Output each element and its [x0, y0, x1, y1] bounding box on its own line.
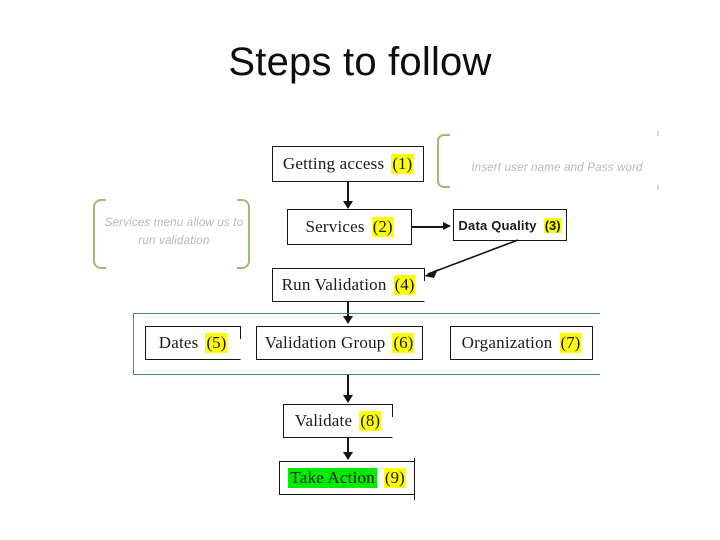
flow-box-data-quality-number: (3): [543, 217, 562, 233]
flow-box-dates[interactable]: Dates (5): [145, 325, 242, 360]
flow-box-organization-number: (7): [559, 333, 582, 353]
brace-icon-services-left: [93, 199, 106, 269]
flow-box-validate-label: Validate: [294, 411, 353, 430]
flow-box-services-label: Services: [305, 217, 365, 236]
flow-box-run-validation-label: Run Validation: [281, 275, 387, 294]
flow-box-services-number: (2): [371, 217, 394, 237]
flow-box-data-quality-label: Data Quality: [458, 217, 537, 233]
flow-box-data-quality[interactable]: Data Quality (3): [453, 209, 567, 241]
flow-box-take-action-number: (9): [383, 468, 406, 488]
flow-box-validate-number: (8): [359, 411, 382, 431]
scan-mark: [657, 131, 659, 136]
flow-box-validation-group-number: (6): [392, 333, 415, 353]
flow-box-dates-number: (5): [205, 333, 228, 353]
brace-icon-access: [437, 134, 450, 188]
flow-box-services[interactable]: Services (2): [287, 209, 412, 245]
flow-box-run-validation[interactable]: Run Validation (4): [272, 267, 426, 302]
connector-group-to-validate: [347, 375, 349, 399]
connector-services-to-data-quality: [412, 226, 444, 228]
connector-run-validation-to-group: [347, 302, 349, 320]
scan-mark: [657, 185, 659, 190]
annotation-access: Insert user name and Pass word: [471, 162, 643, 174]
flow-box-validation-group[interactable]: Validation Group (6): [256, 326, 423, 360]
arrowhead-down-icon: [343, 201, 353, 209]
connector-data-quality-to-run-validation: [424, 239, 519, 278]
flow-box-getting-access[interactable]: Getting access (1): [272, 146, 424, 182]
flow-box-getting-access-label: Getting access: [282, 154, 385, 173]
flow-box-organization[interactable]: Organization (7): [450, 326, 593, 360]
flow-box-take-action-label: Take Action: [288, 468, 377, 488]
validation-parameters-group: [133, 313, 600, 375]
scan-edge-line: [414, 458, 416, 500]
arrowhead-down-icon: [343, 316, 353, 324]
connector-getting-access-to-services: [347, 182, 349, 204]
brace-icon-services-right: [237, 199, 250, 269]
flow-box-getting-access-number: (1): [391, 154, 414, 174]
flow-box-take-action[interactable]: Take Action (9): [279, 460, 416, 495]
arrowhead-right-icon: [443, 222, 451, 230]
flow-box-validation-group-label: Validation Group: [264, 333, 386, 352]
arrowhead-down-icon: [343, 395, 353, 403]
flow-box-dates-label: Dates: [158, 333, 199, 352]
flow-box-organization-label: Organization: [461, 333, 553, 352]
flow-box-run-validation-number: (4): [393, 275, 416, 295]
arrowhead-down-icon: [343, 452, 353, 460]
page-title: Steps to follow: [228, 40, 492, 84]
connector-validate-to-take-action: [347, 438, 349, 456]
annotation-services: Services menu allow us to run validation: [104, 217, 244, 247]
flow-box-validate[interactable]: Validate (8): [283, 403, 394, 438]
